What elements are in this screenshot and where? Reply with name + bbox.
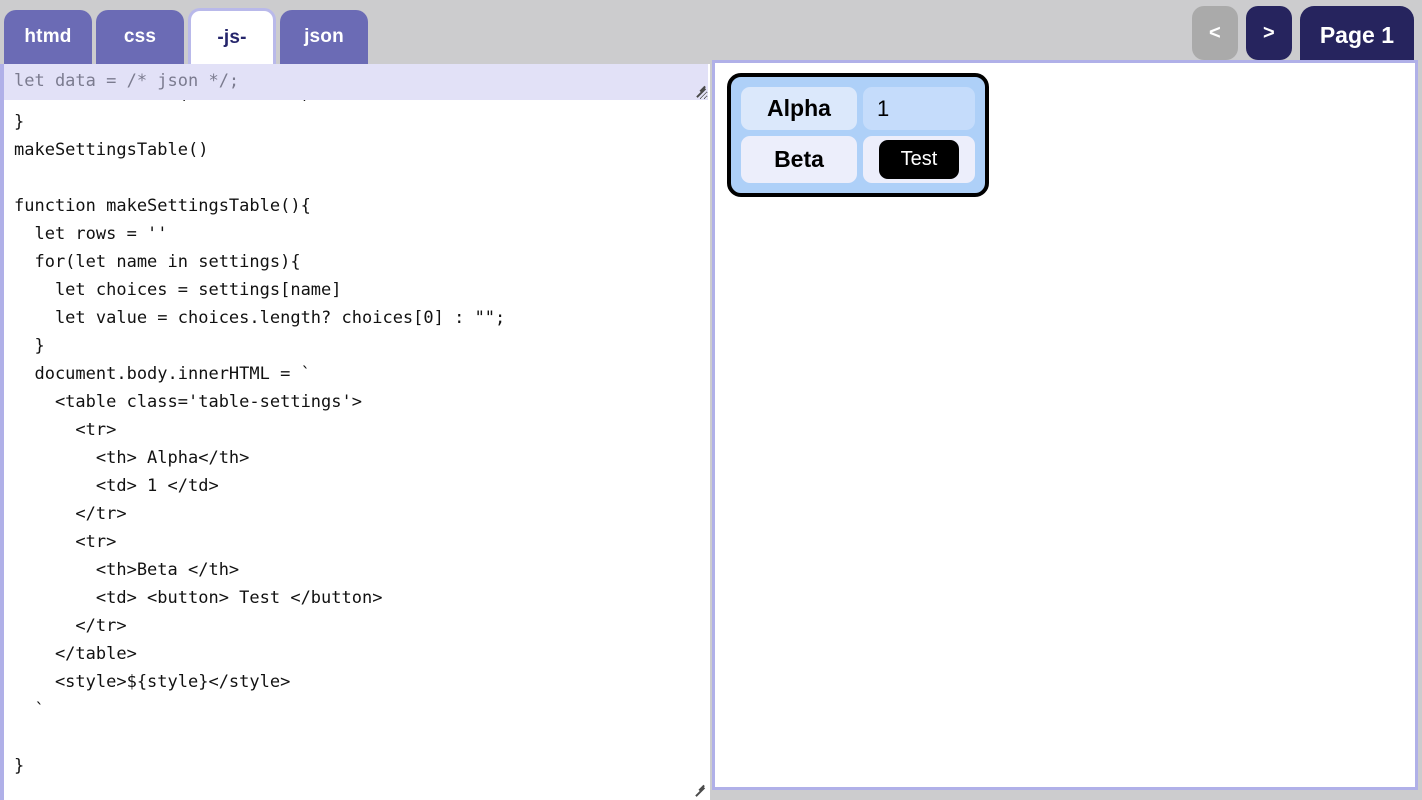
setting-name-beta: Beta [741,136,857,183]
setting-value-alpha: 1 [863,87,975,130]
page-indicator-button[interactable]: Page 1 [1299,6,1414,64]
settings-table: Alpha 1 Beta Test [727,73,989,197]
pager-group: < > Page 1 [1191,6,1414,64]
table-row: Beta Test [741,136,975,183]
tab-json[interactable]: json [280,10,368,64]
tab-js[interactable]: -js- [188,8,276,64]
setting-value-beta: Test [863,136,975,183]
js-code-text: 'beta' : words('a b c d e') } makeSettin… [14,100,506,776]
editor-tab-group: htmd css -js- json [4,8,368,64]
tab-css[interactable]: css [96,10,184,64]
test-button[interactable]: Test [878,140,960,179]
preview-panel: Alpha 1 Beta Test [712,60,1418,790]
next-page-button[interactable]: > [1245,6,1292,60]
setting-name-alpha: Alpha [741,87,857,130]
tab-htmd[interactable]: htmd [4,10,92,64]
json-data-input[interactable] [0,64,708,100]
prev-page-button[interactable]: < [1191,6,1238,60]
js-code-editor[interactable]: 'beta' : words('a b c d e') } makeSettin… [0,100,704,800]
editor-column: 'beta' : words('a b c d e') } makeSettin… [0,64,710,800]
table-row: Alpha 1 [741,87,975,130]
tab-bar: htmd css -js- json < > Page 1 [0,0,1422,64]
